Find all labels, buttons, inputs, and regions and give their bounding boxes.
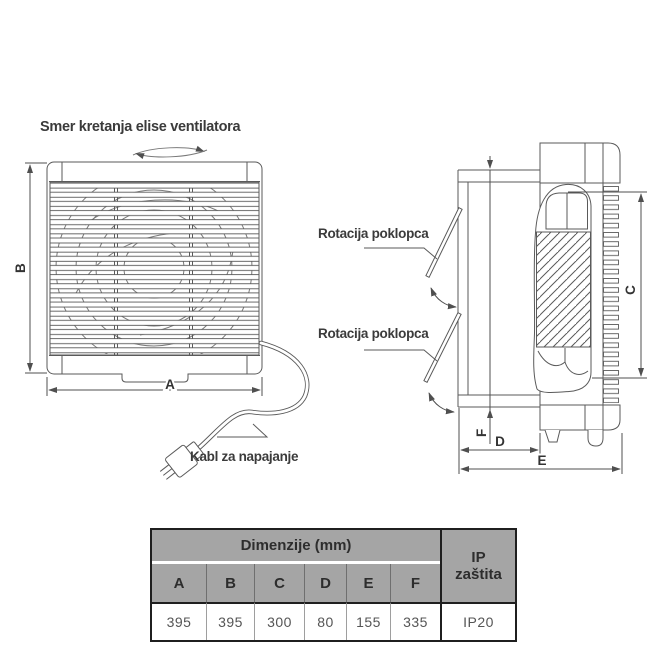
rotation-label-2: Rotacija poklopca [318,326,429,341]
dim-letter-a: A [165,377,175,392]
value-d: 80 [304,602,346,640]
louver-flap-top [425,207,463,278]
value-f: 335 [390,602,440,640]
dimension-C: C [568,191,647,379]
value-b: 395 [206,602,254,640]
dimension-F: F [472,156,494,444]
col-header-e: E [346,564,390,602]
col-header-c: C [254,564,304,602]
rotation-callout-1: Rotacija poklopca [318,226,438,260]
dimension-B: B [11,162,47,374]
blade-rotation-icon [132,145,208,160]
table-ip-header: IP zaštita [440,530,515,602]
col-header-f: F [390,564,440,602]
cable-callout: Kabl za napajanje [190,423,299,464]
bottom-tab [121,373,189,383]
value-c: 300 [254,602,304,640]
dimension-A: A [46,375,263,396]
louver-flap-bottom [423,312,462,383]
value-a: 395 [152,602,206,640]
dim-letter-f: F [474,429,489,437]
dimension-D: D [458,408,541,474]
rotation-label-1: Rotacija poklopca [318,226,429,241]
flap-rotation-arrow-top [430,287,457,310]
mount-foot [544,429,561,443]
dim-letter-e: E [537,453,546,468]
fan-front-view [46,161,263,383]
mount-hook [587,430,604,447]
col-header-a: A [152,564,206,602]
dimensions-table: Dimenzije (mm) IP zaštita A B C D E F 39… [150,528,517,642]
rotation-callout-2: Rotacija poklopca [318,326,438,362]
dim-letter-b: B [13,263,28,273]
col-header-d: D [304,564,346,602]
col-header-b: B [206,564,254,602]
dim-letter-c: C [623,285,638,295]
flap-rotation-arrow-bottom [428,392,455,415]
plug-icon [159,441,204,480]
dim-letter-d: D [495,434,505,449]
table-title: Dimenzije (mm) [152,530,440,564]
fan-side-view [423,142,621,447]
value-e: 155 [346,602,390,640]
louver-grille [50,182,259,355]
power-cable [159,340,310,480]
dimension-E: E [460,433,623,474]
cable-label: Kabl za napajanje [190,449,299,464]
drawing-title: Smer kretanja elise ventilatora [40,119,241,135]
rear-grille [603,186,620,403]
value-ip: IP20 [440,602,515,640]
motor-hatched [536,231,591,348]
